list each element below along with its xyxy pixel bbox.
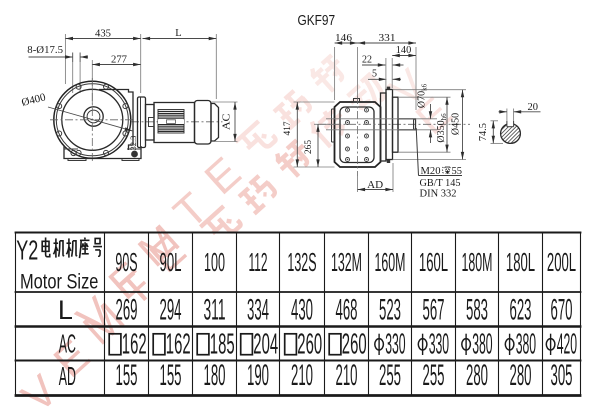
svg-text:AD: AD xyxy=(367,180,383,191)
svg-text:380: 380 xyxy=(516,329,536,361)
svg-text:265: 265 xyxy=(304,140,314,154)
svg-text:180M: 180M xyxy=(462,249,493,277)
svg-text:L: L xyxy=(175,28,181,39)
svg-text:132M: 132M xyxy=(331,249,362,277)
svg-text:90S: 90S xyxy=(115,249,137,277)
svg-text:567: 567 xyxy=(423,294,445,327)
svg-text:260: 260 xyxy=(342,329,367,361)
svg-text:380: 380 xyxy=(472,329,492,361)
svg-text:280: 280 xyxy=(466,359,488,392)
svg-text:160M: 160M xyxy=(375,249,406,277)
svg-text:Ø400: Ø400 xyxy=(20,91,47,109)
svg-text:200L: 200L xyxy=(547,249,576,277)
svg-text:AC: AC xyxy=(59,328,76,358)
svg-text:583: 583 xyxy=(466,294,488,327)
svg-text:100: 100 xyxy=(204,249,225,277)
svg-text:204: 204 xyxy=(253,329,278,361)
svg-text:468: 468 xyxy=(336,294,358,327)
svg-text:5: 5 xyxy=(372,69,377,80)
svg-text:185: 185 xyxy=(210,329,235,361)
svg-text:331: 331 xyxy=(379,33,396,44)
svg-text:146: 146 xyxy=(335,33,352,44)
svg-text:305: 305 xyxy=(551,359,573,392)
svg-text:L: L xyxy=(58,295,73,325)
svg-text:DIN 332: DIN 332 xyxy=(420,188,457,200)
svg-text:8-Ø17.5: 8-Ø17.5 xyxy=(27,45,63,56)
svg-text:255: 255 xyxy=(379,359,401,392)
svg-text:55: 55 xyxy=(452,165,463,177)
svg-text:155: 155 xyxy=(160,359,182,392)
svg-text:255: 255 xyxy=(423,359,445,392)
svg-text:132S: 132S xyxy=(287,249,316,277)
svg-text:180L: 180L xyxy=(506,249,535,277)
svg-text:90L: 90L xyxy=(160,249,182,277)
svg-text:155: 155 xyxy=(116,359,138,392)
svg-text:430: 430 xyxy=(291,294,313,327)
svg-text:330: 330 xyxy=(429,329,449,361)
svg-text:435: 435 xyxy=(95,29,111,40)
svg-text:140: 140 xyxy=(396,45,412,56)
svg-text:311: 311 xyxy=(204,294,226,327)
svg-text:417: 417 xyxy=(283,121,293,135)
svg-text:260: 260 xyxy=(297,329,322,361)
svg-text:269: 269 xyxy=(116,294,138,327)
svg-text:M20: M20 xyxy=(421,165,441,177)
svg-text:Y2: Y2 xyxy=(16,234,38,265)
svg-text:420: 420 xyxy=(557,329,577,361)
svg-text:180: 180 xyxy=(204,359,226,392)
svg-text:GB/T 145: GB/T 145 xyxy=(420,177,461,189)
svg-text:330: 330 xyxy=(385,329,405,361)
svg-text:74.5: 74.5 xyxy=(478,123,489,141)
svg-text:AC: AC xyxy=(222,114,233,131)
svg-text:210: 210 xyxy=(336,359,358,392)
svg-text:294: 294 xyxy=(160,294,182,327)
svg-text:GKF97: GKF97 xyxy=(298,13,336,29)
svg-text:162: 162 xyxy=(166,329,191,361)
svg-text:AD: AD xyxy=(59,361,76,391)
svg-text:623: 623 xyxy=(510,294,532,327)
svg-text:160L: 160L xyxy=(419,249,448,277)
svg-text:277: 277 xyxy=(111,55,127,66)
svg-text:22: 22 xyxy=(362,55,372,66)
svg-text:280: 280 xyxy=(510,359,532,392)
svg-text:334: 334 xyxy=(247,294,269,327)
svg-text:523: 523 xyxy=(379,294,401,327)
svg-text:Ø450: Ø450 xyxy=(451,113,462,135)
svg-text:32.3: 32.3 xyxy=(128,136,138,151)
svg-text:162: 162 xyxy=(122,329,147,361)
svg-text:670: 670 xyxy=(551,294,573,327)
svg-text:112: 112 xyxy=(249,249,268,277)
svg-text:210: 210 xyxy=(291,359,313,392)
svg-text:Motor Size: Motor Size xyxy=(20,270,98,294)
svg-text:20: 20 xyxy=(528,102,539,113)
svg-text:190: 190 xyxy=(247,359,269,392)
